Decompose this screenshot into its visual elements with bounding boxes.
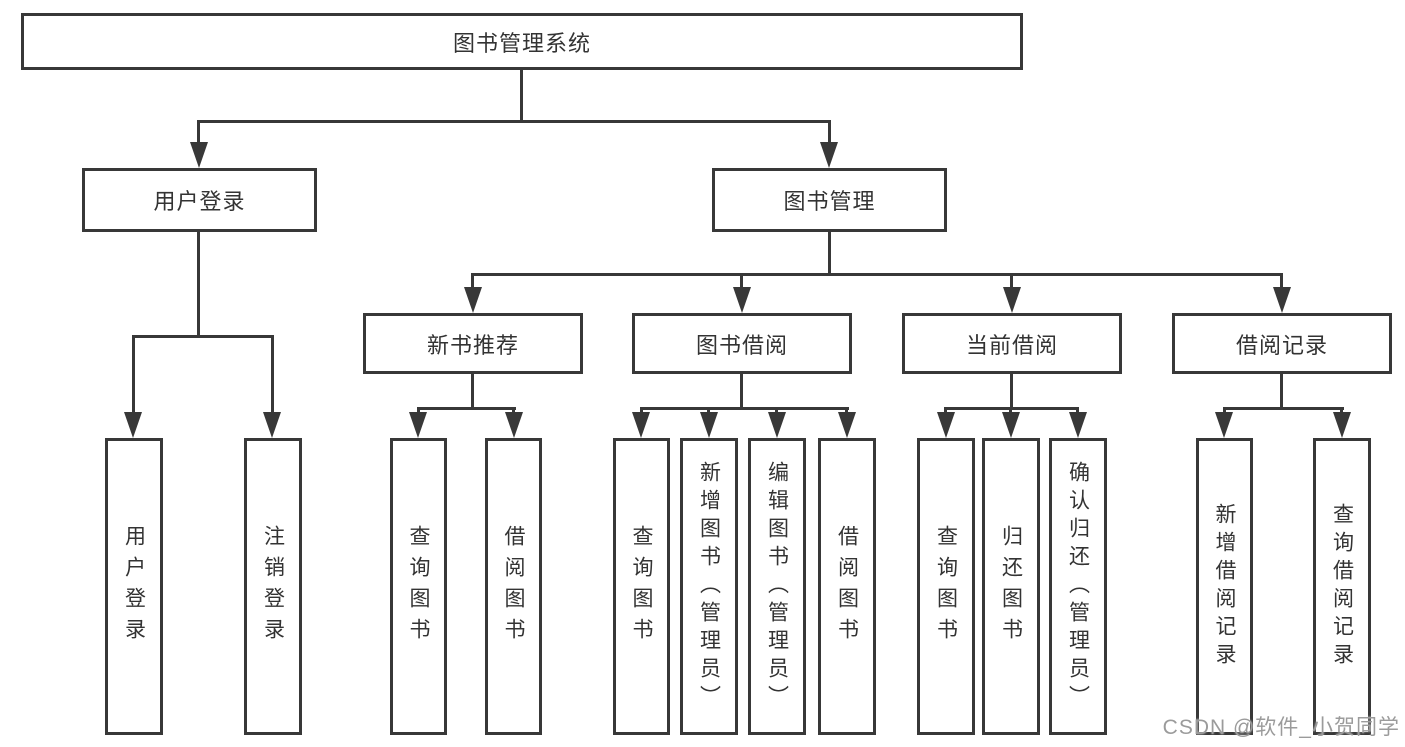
connector-drop-user-login [197,120,200,146]
arrowhead-b4 [838,412,856,438]
connector-records-stem [1280,374,1283,407]
arrowhead-b3 [768,412,786,438]
leaf-borrow-books-recommend: 借阅图书 [485,438,542,735]
node-label: 新增图书（管理员） [697,460,721,713]
csdn-watermark: CSDN @软件_小贺同学 [1162,716,1400,739]
arrowhead-c1 [937,412,955,438]
leaf-query-books-borrowing: 查询图书 [613,438,670,735]
node-label: 查询借阅记录 [1330,502,1354,671]
connector-drop-c3 [1076,407,1079,416]
connector-bookmgmt-split [471,273,1283,276]
node-user-login-group: 用户登录 [82,168,317,232]
leaf-add-books-admin: 新增图书（管理员） [680,438,738,735]
node-label: 新书推荐 [426,332,519,358]
connector-drop-borrowing [740,273,743,291]
arrowhead-borrowing [733,287,751,313]
node-label: 借阅记录 [1235,332,1328,358]
node-book-borrowing: 图书借阅 [632,313,852,374]
node-borrowing-records: 借阅记录 [1172,313,1392,374]
leaf-return-books: 归还图书 [982,438,1040,735]
node-label: 编辑图书（管理员） [765,460,789,713]
arrowhead-records [1273,287,1291,313]
node-label: 查询图书 [934,524,958,649]
arrowhead-c2 [1002,412,1020,438]
node-label: 用户登录 [122,524,146,649]
arrowhead-c3 [1069,412,1087,438]
connector-drop-recommend [471,273,474,291]
leaf-query-books-recommend: 查询图书 [390,438,447,735]
leaf-query-books-current: 查询图书 [917,438,975,735]
arrowhead-b1 [632,412,650,438]
leaf-confirm-return-admin: 确认归还（管理员） [1049,438,1107,735]
connector-drop-records [1280,273,1283,291]
connector-drop-leaf-user-login [132,335,135,416]
connector-drop-current [1010,273,1013,291]
node-label: 图书管理 [783,189,876,214]
arrowhead-rec2 [1333,412,1351,438]
connector-drop-book-management [828,120,831,146]
node-label: 查询图书 [407,524,430,649]
leaf-edit-books-admin: 编辑图书（管理员） [748,438,806,735]
connector-root-split [197,120,831,123]
connector-recommend-stem [471,374,474,407]
leaf-borrow-books-borrowing: 借阅图书 [818,438,876,735]
connector-drop-b3 [775,407,778,416]
connector-drop-r2 [512,407,515,416]
node-label: 用户登录 [153,189,246,214]
connector-drop-b2 [707,407,710,416]
arrowhead-leaf-user-login [124,412,142,438]
node-new-book-recommendation: 新书推荐 [363,313,583,374]
connector-bookmgmt-stem [828,232,831,273]
connector-drop-c2 [1009,407,1012,416]
node-current-borrowing: 当前借阅 [902,313,1122,374]
arrowhead-r1 [409,412,427,438]
connector-drop-leaf-logout [271,335,274,416]
node-book-management: 图书管理 [712,168,947,232]
connector-recommend-split [417,407,516,410]
arrowhead-current [1003,287,1021,313]
connector-userlogin-split [132,335,274,338]
node-label: 新增借阅记录 [1213,502,1236,671]
connector-drop-r1 [417,407,420,416]
node-label: 当前借阅 [965,332,1058,358]
connector-current-stem [1010,374,1013,407]
connector-drop-b4 [845,407,848,416]
connector-userlogin-stem [197,232,200,335]
arrowhead-book-management [820,142,838,168]
node-label: 借阅图书 [835,524,859,649]
node-label: 归还图书 [999,524,1023,649]
leaf-query-borrow-record: 查询借阅记录 [1313,438,1371,735]
node-label: 图书借阅 [695,332,788,358]
leaf-user-login: 用户登录 [105,438,163,735]
arrowhead-b2 [700,412,718,438]
connector-drop-c1 [944,407,947,416]
connector-drop-rec2 [1340,407,1343,416]
node-label: 注销登录 [261,524,285,649]
connector-drop-b1 [640,407,643,416]
leaf-logout: 注销登录 [244,438,302,735]
node-label: 确认归还（管理员） [1066,460,1090,713]
arrowhead-leaf-logout [263,412,281,438]
connector-borrowing-stem [740,374,743,407]
connector-records-split [1223,407,1344,410]
node-label: 图书管理系统 [452,30,591,56]
node-label: 借阅图书 [502,524,525,649]
arrowhead-rec1 [1215,412,1233,438]
node-library-management-system: 图书管理系统 [21,13,1023,70]
connector-root-stem [520,69,523,120]
connector-borrowing-split [640,407,849,410]
leaf-add-borrow-record: 新增借阅记录 [1196,438,1253,735]
arrowhead-user-login [190,142,208,168]
connector-drop-rec1 [1223,407,1226,416]
arrowhead-recommend [464,287,482,313]
node-label: 查询图书 [630,524,653,649]
arrowhead-r2 [505,412,523,438]
